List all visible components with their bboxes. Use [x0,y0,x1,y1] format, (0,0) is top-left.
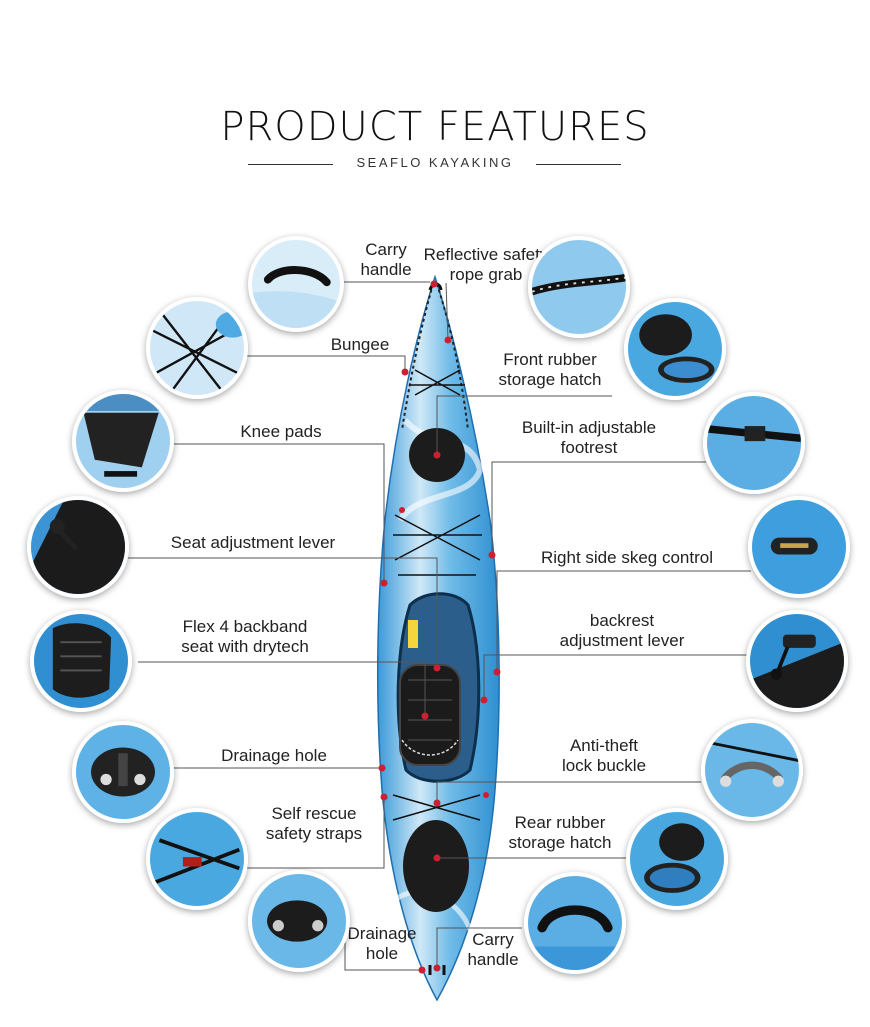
page-subtitle: SEAFLO KAYAKING [356,155,514,170]
carry-handle-icon [248,236,344,332]
drainage-hole-icon [72,721,174,823]
drainage-hole-icon-2 [248,870,350,972]
skeg-control-icon [748,496,850,598]
title-rule-left [248,164,333,165]
rear-hatch-icon [626,808,728,910]
label-drainage-hole-1: Drainage hole [221,746,327,765]
rear-hatch [403,820,469,912]
carry-handle-rear-icon [524,872,626,974]
lock-buckle-icon [701,719,803,821]
knee-pad-icon [72,390,174,492]
label-bungee: Bungee [330,335,390,354]
backrest-lever-icon [746,610,848,712]
bungee-icon [146,297,248,399]
label-seat-lever: Seat adjustment lever [170,533,336,552]
title-rule-right [536,164,621,165]
label-skeg-control: Right side skeg control [541,548,713,567]
label-knee-pads: Knee pads [240,422,322,441]
seat-lever-icon [27,496,129,598]
seat-icon [30,610,132,712]
rope-grab-icon [528,236,630,338]
hatch-icon [624,298,726,400]
page-title: PRODUCT FEATURES [220,104,650,150]
footrest-icon [703,392,805,494]
safety-strap-icon [146,808,248,910]
